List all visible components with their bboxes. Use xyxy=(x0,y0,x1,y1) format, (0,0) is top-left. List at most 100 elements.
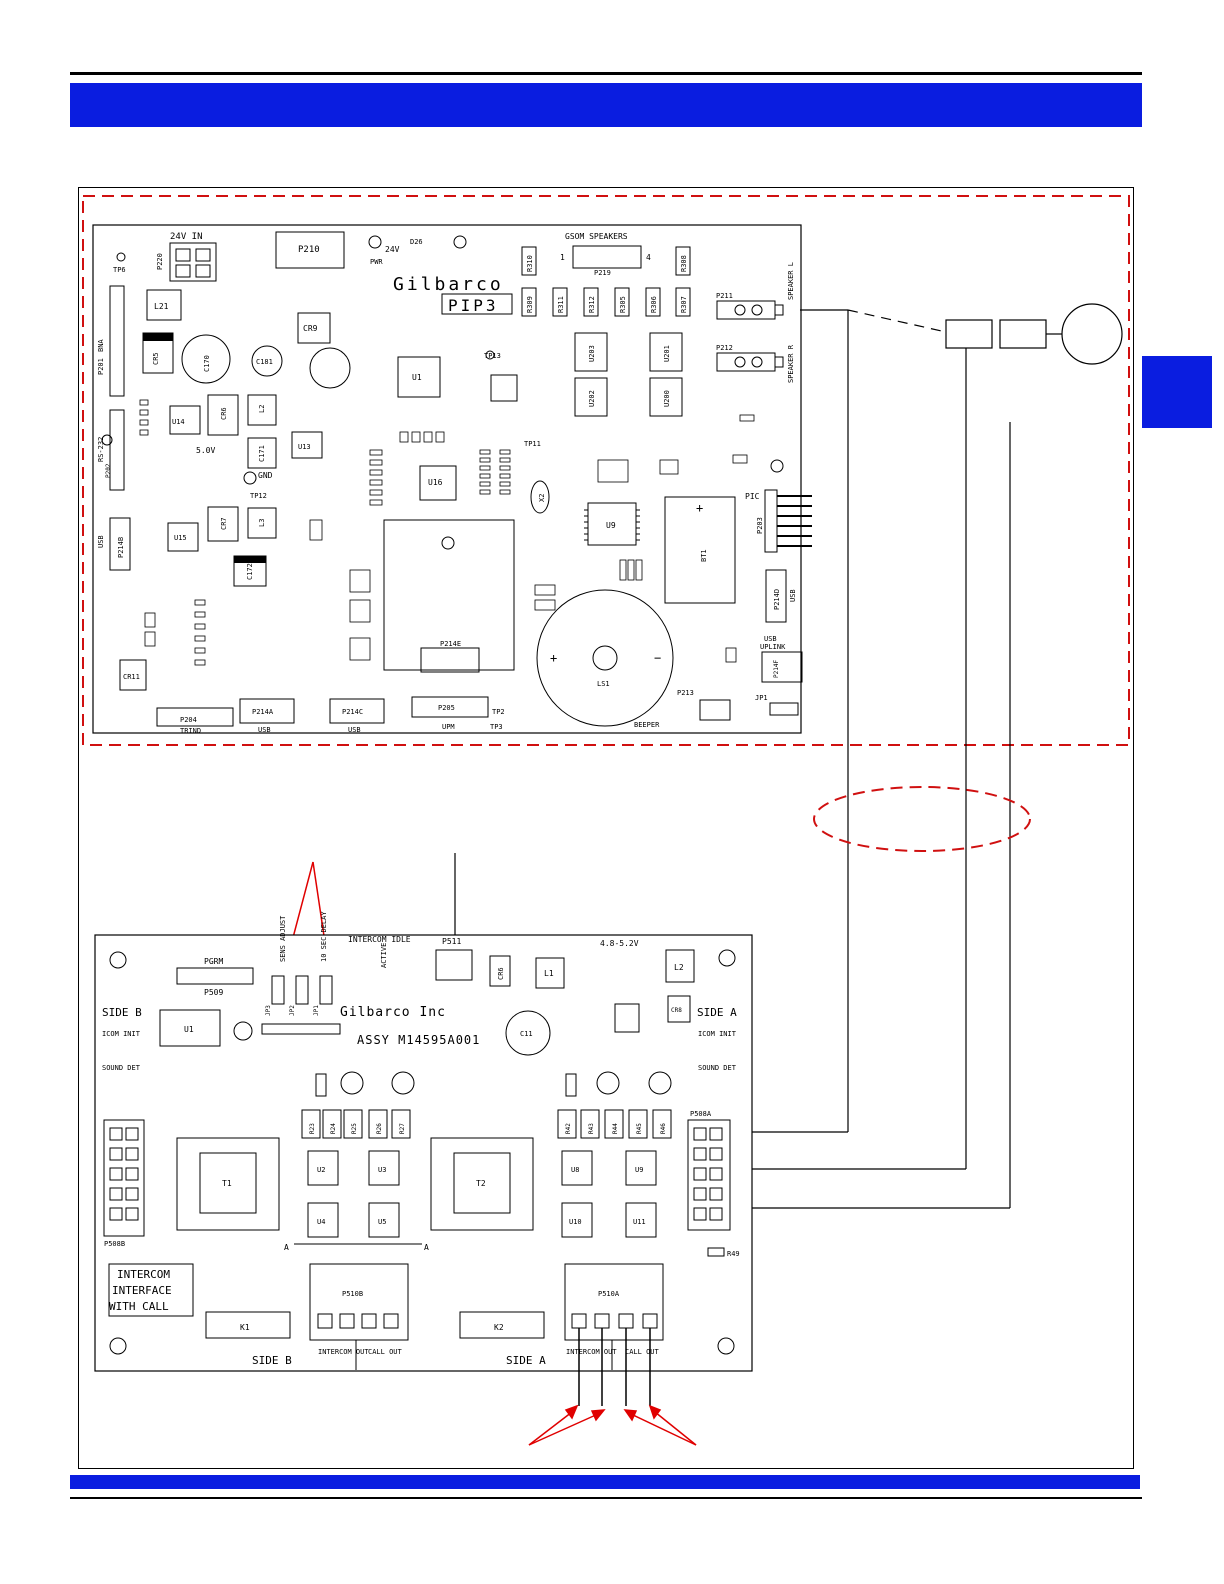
svg-text:L1: L1 xyxy=(544,969,554,978)
speaker-r-label: SPEAKER R xyxy=(787,344,795,383)
svg-text:R310: R310 xyxy=(526,255,534,272)
side-a-top-label: SIDE A xyxy=(697,1006,737,1019)
svg-text:U5: U5 xyxy=(378,1218,386,1226)
svg-text:CR8: CR8 xyxy=(671,1007,682,1014)
svg-text:U4: U4 xyxy=(317,1218,325,1226)
svg-text:U14: U14 xyxy=(172,418,185,426)
board-title-box xyxy=(108,1263,194,1317)
svg-text:JP3: JP3 xyxy=(265,1005,272,1016)
l4-inductor xyxy=(309,347,351,389)
c170-capacitor xyxy=(181,334,231,384)
svg-text:RS-232: RS-232 xyxy=(97,437,105,462)
x2-crystal xyxy=(530,480,550,514)
p508a-connector xyxy=(687,1119,731,1231)
intercom-brand: Gilbarco Inc xyxy=(340,1005,446,1020)
svg-text:WITH CALL: WITH CALL xyxy=(109,1300,169,1313)
svg-text:CALL OUT: CALL OUT xyxy=(368,1348,403,1356)
svg-text:R24: R24 xyxy=(330,1123,337,1134)
svg-text:U15: U15 xyxy=(174,534,187,542)
mounting-hole xyxy=(368,235,382,249)
cr9-part xyxy=(297,312,331,344)
section-side-tab xyxy=(1142,356,1212,428)
svg-text:TRIND: TRIND xyxy=(180,727,201,735)
svg-text:P214E: P214E xyxy=(440,640,461,648)
footer-rule xyxy=(70,1497,1142,1499)
c181-capacitor xyxy=(251,345,283,377)
p202-connector xyxy=(109,409,125,491)
pip3-brand: Gilbarco xyxy=(393,274,504,295)
intercom-board: PGRM P509 SENS ADJUST 10 SEC DELAY JP3 J… xyxy=(94,911,753,1372)
svg-text:CR11: CR11 xyxy=(123,673,140,681)
svg-text:L2: L2 xyxy=(674,963,684,972)
svg-text:ICOM INIT: ICOM INIT xyxy=(698,1030,737,1038)
tp6-label: TP6 xyxy=(113,266,126,274)
svg-text:R308: R308 xyxy=(680,255,688,272)
svg-text:U201: U201 xyxy=(663,345,671,362)
p511-connector xyxy=(435,949,473,981)
svg-text:U8: U8 xyxy=(571,1166,579,1174)
p201-connector xyxy=(109,285,125,397)
p510a-connector xyxy=(564,1263,664,1341)
cr7-part xyxy=(207,506,239,542)
pic-label: PIC xyxy=(745,492,760,501)
header-band xyxy=(70,83,1142,127)
side-b-bottom-label: SIDE B xyxy=(252,1354,292,1367)
svg-text:INTERCOM OUT: INTERCOM OUT xyxy=(566,1348,617,1356)
speaker-plug-b xyxy=(999,319,1047,349)
svg-text:U200: U200 xyxy=(663,390,671,407)
svg-text:U203: U203 xyxy=(588,345,596,362)
svg-text:U1: U1 xyxy=(412,373,422,382)
bt1-battery xyxy=(664,496,736,604)
svg-text:P214B: P214B xyxy=(117,537,125,558)
k2-relay xyxy=(459,1311,545,1339)
p220-connector xyxy=(169,242,217,282)
svg-text:4: 4 xyxy=(646,253,651,262)
svg-text:U16: U16 xyxy=(428,478,443,487)
cable-highlight-ellipse xyxy=(813,786,1031,852)
svg-text:USB: USB xyxy=(258,726,271,734)
svg-text:USB: USB xyxy=(348,726,361,734)
svg-text:C172: C172 xyxy=(246,563,254,580)
cr6-part xyxy=(207,394,239,436)
svg-text:C11: C11 xyxy=(520,1030,533,1038)
l21-inductor xyxy=(146,289,182,321)
c171-capacitor xyxy=(247,437,277,469)
p213-connector xyxy=(699,699,731,721)
p205-connector xyxy=(411,696,489,718)
svg-text:U2: U2 xyxy=(317,1166,325,1174)
svg-text:P214D: P214D xyxy=(773,589,781,610)
svg-text:+: + xyxy=(696,501,703,515)
svg-text:CR6: CR6 xyxy=(497,967,505,980)
output-arrows xyxy=(528,1404,697,1446)
svg-text:R46: R46 xyxy=(660,1123,667,1134)
svg-text:R312: R312 xyxy=(588,296,596,313)
p220-label: P220 xyxy=(156,253,164,270)
u21-chip xyxy=(490,374,518,402)
svg-text:R43: R43 xyxy=(588,1123,595,1134)
svg-text:L2: L2 xyxy=(258,405,266,413)
svg-text:R49: R49 xyxy=(727,1250,740,1258)
u16-chip xyxy=(419,465,457,501)
mounting-hole xyxy=(101,434,113,446)
svg-text:JP2: JP2 xyxy=(289,1005,296,1016)
pip3-board: 24V IN P220 P210 24V D26 PWR Gilbarco PI… xyxy=(92,224,812,735)
svg-text:P214C: P214C xyxy=(342,708,363,716)
svg-text:UPM: UPM xyxy=(442,723,455,731)
output-leads xyxy=(578,1328,651,1406)
uplink-label: UPLINK xyxy=(760,643,786,651)
svg-text:C170: C170 xyxy=(203,355,211,372)
c11-capacitor xyxy=(505,1010,551,1056)
side-a-bottom-label: SIDE A xyxy=(506,1354,546,1367)
p214a-connector xyxy=(239,698,295,724)
mounting-hole xyxy=(441,536,455,550)
intercom-board-outline xyxy=(94,934,753,1372)
svg-text:P213: P213 xyxy=(677,689,694,697)
tp13-label: TP13 xyxy=(484,352,501,360)
svg-text:USB: USB xyxy=(97,535,105,548)
p212-label: P212 xyxy=(716,344,733,352)
p210-label: P210 xyxy=(298,245,320,255)
svg-text:P205: P205 xyxy=(438,704,455,712)
svg-text:+: + xyxy=(550,651,557,665)
svg-text:U11: U11 xyxy=(633,1218,646,1226)
